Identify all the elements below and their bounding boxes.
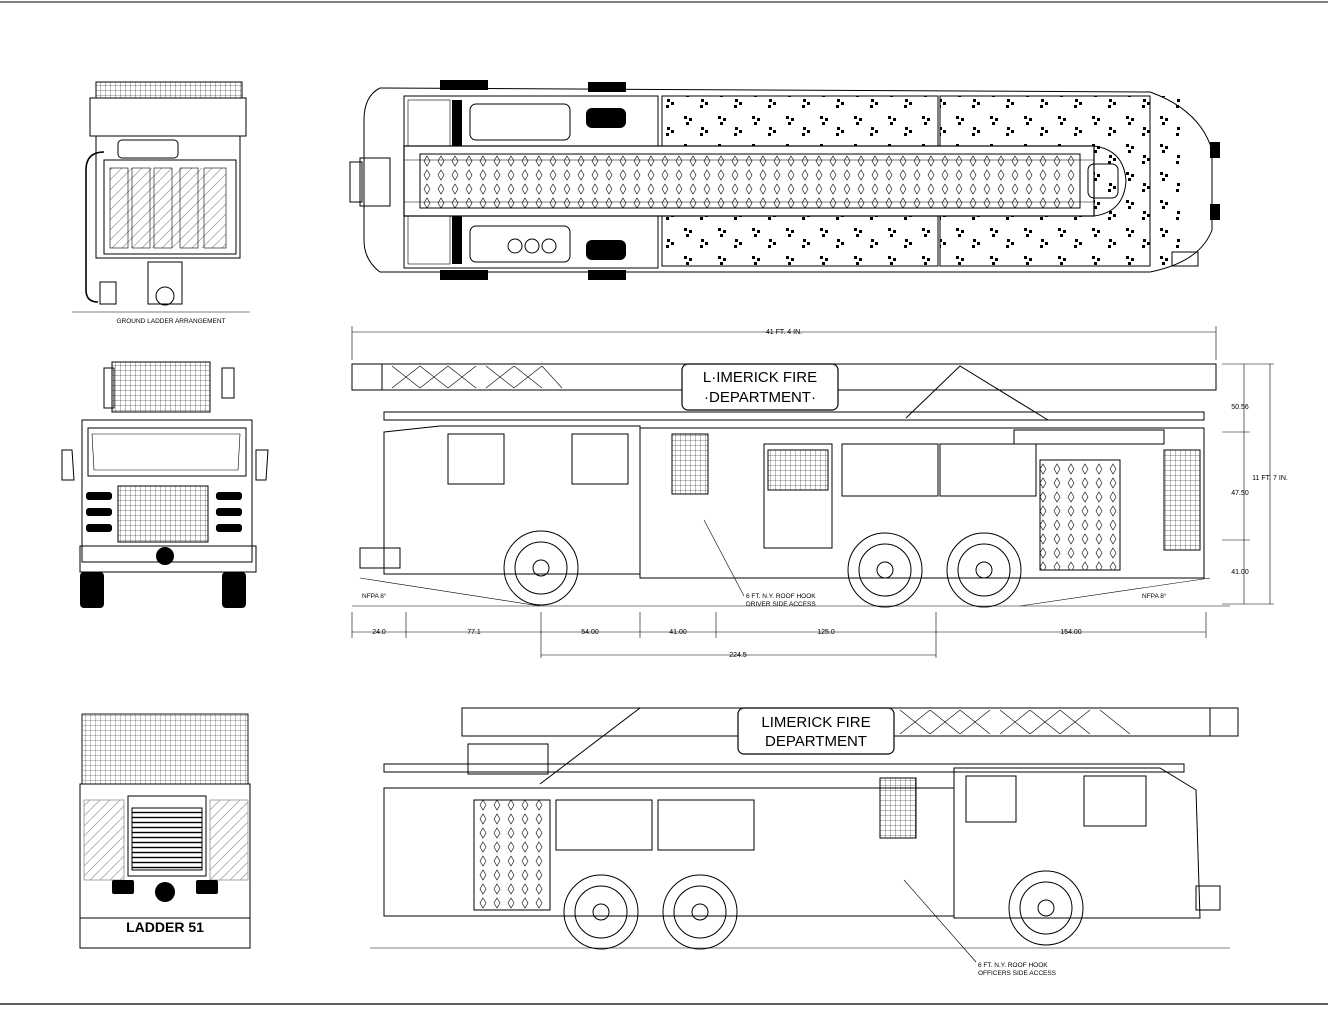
dim-axle-to-cab: 54.00 — [581, 629, 599, 636]
driver-hook-callout-line1: 6 FT. N.Y. ROOF HOOK — [746, 593, 816, 600]
officer-side-sign-line2: DEPARTMENT — [765, 733, 867, 750]
driver-side-sign-line2: ·DEPARTMENT· — [704, 389, 816, 406]
officer-hook-callout-line1: 6 FT. N.Y. ROOF HOOK — [978, 962, 1048, 969]
ground-ladder-label: GROUND LADDER ARRANGEMENT — [116, 318, 225, 325]
height-dim-upper: 50.56 — [1231, 404, 1249, 411]
driver-side-elevation: L·IMERICK FIRE ·DEPARTMENT· 4 — [351, 326, 1288, 659]
driver-hook-callout-line2: DRIVER SIDE ACCESS — [746, 601, 816, 608]
height-dim-lower: 41.00 — [1231, 569, 1249, 576]
front-elevation-view — [61, 361, 269, 608]
nfpa-rear-angle: NFPA 8° — [1142, 592, 1167, 600]
rear-elevation-view: LADDER 51 — [79, 713, 251, 949]
ground-ladder-view: GROUND LADDER ARRANGEMENT — [72, 81, 250, 325]
dim-front-overhang: 24.0 — [372, 629, 386, 636]
driver-side-sign-line1: L·IMERICK FIRE — [703, 369, 817, 386]
dim-wheelbase: 224.5 — [729, 652, 747, 659]
overall-length-dim: 41 FT. 4 IN. — [766, 329, 802, 336]
dim-rear-overhang: 154.00 — [1060, 629, 1082, 636]
officer-hook-callout-line2: OFFICERS SIDE ACCESS — [978, 970, 1057, 977]
dim-pump-module: 41.00 — [669, 629, 687, 636]
height-dim-middle: 47.50 — [1231, 490, 1249, 497]
overall-height-dim: 11 FT. 7 IN. — [1252, 475, 1288, 482]
dim-bumper-to-axle: 77.1 — [467, 629, 481, 636]
dim-body-front: 125.0 — [817, 629, 835, 636]
rear-ladder-plate: LADDER 51 — [126, 919, 204, 935]
officer-side-sign-line1: LIMERICK FIRE — [761, 714, 870, 731]
nfpa-front-angle: NFPA 8° — [362, 592, 387, 600]
officer-side-elevation: LIMERICK FIRE DEPARTMENT 6 FT. N.Y. ROOF… — [370, 707, 1239, 977]
top-plan-view — [349, 80, 1220, 280]
